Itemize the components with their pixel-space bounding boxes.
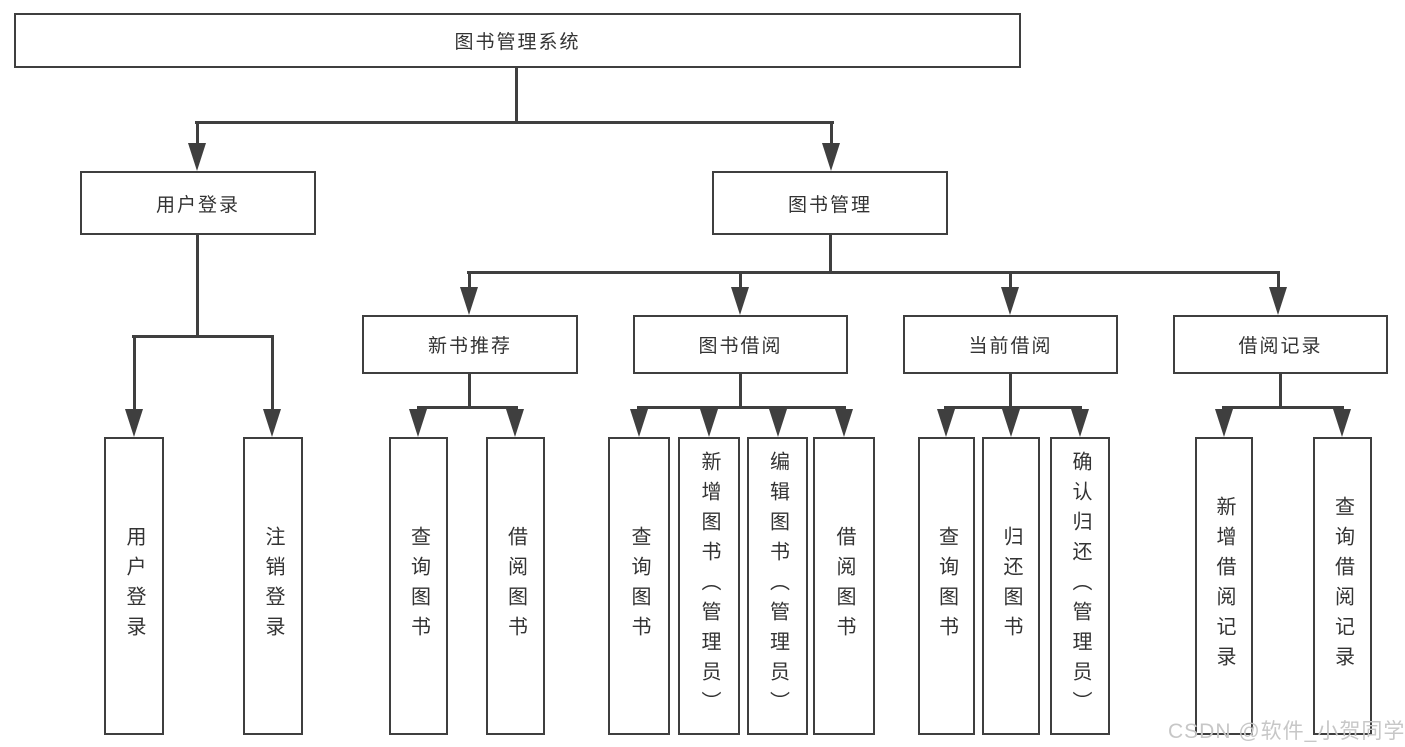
arrowhead-down-icon [1001, 287, 1019, 315]
node-current-borrowing: 当前借阅 [903, 315, 1118, 374]
node-label: 查询借阅记录 [1331, 496, 1354, 676]
connector-horizontal [637, 406, 846, 409]
node-label: 注销登录 [262, 526, 284, 646]
node-label: 图书借阅 [698, 336, 783, 357]
connector-horizontal [467, 271, 1280, 274]
csdn-watermark: CSDN @软件_小贺同学 [1168, 720, 1405, 743]
node-logout: 注销登录 [243, 437, 303, 735]
connector-vertical [1277, 271, 1280, 289]
node-label: 编辑图书（管理员） [766, 451, 789, 721]
connector-vertical [196, 121, 199, 146]
node-label: 新增借阅记录 [1213, 496, 1235, 676]
connector-vertical [739, 271, 742, 289]
connector-horizontal [1222, 406, 1344, 409]
arrowhead-down-icon [1215, 409, 1233, 437]
arrowhead-down-icon [769, 409, 787, 437]
connector-vertical [829, 233, 832, 274]
arrowhead-down-icon [835, 409, 853, 437]
connector-vertical [515, 68, 518, 124]
node-label: 查询图书 [935, 526, 958, 646]
arrowhead-down-icon [700, 409, 718, 437]
node-user-login: 用户登录 [104, 437, 164, 735]
connector-vertical [468, 271, 471, 289]
node-borrow-books: 借阅图书 [486, 437, 545, 735]
node-add-borrow-record: 新增借阅记录 [1195, 437, 1253, 735]
node-label: 借阅图书 [504, 526, 527, 646]
node-label: 查询图书 [628, 526, 650, 646]
arrowhead-down-icon [460, 287, 478, 315]
connector-horizontal [944, 406, 1082, 409]
arrowhead-down-icon [409, 409, 427, 437]
node-book-management-module: 图书管理 [712, 171, 948, 235]
node-add-books-admin: 新增图书（管理员） [678, 437, 740, 735]
node-label: 用户登录 [123, 526, 145, 646]
connector-vertical [1009, 271, 1012, 289]
node-borrow-books: 借阅图书 [813, 437, 875, 735]
node-confirm-return-admin: 确认归还（管理员） [1050, 437, 1110, 735]
arrowhead-down-icon [630, 409, 648, 437]
connector-vertical [830, 121, 833, 146]
node-label: 用户登录 [155, 194, 240, 216]
connector-vertical [1009, 373, 1012, 409]
arrowhead-down-icon [263, 409, 281, 437]
arrowhead-down-icon [1071, 409, 1089, 437]
node-return-books: 归还图书 [982, 437, 1040, 735]
node-edit-books-admin: 编辑图书（管理员） [747, 437, 808, 735]
arrowhead-down-icon [506, 409, 524, 437]
arrowhead-down-icon [125, 409, 143, 437]
node-label: 查询图书 [407, 526, 430, 646]
arrowhead-down-icon [822, 143, 840, 171]
node-label: 借阅图书 [833, 526, 855, 646]
node-library-management-system: 图书管理系统 [14, 13, 1021, 68]
arrowhead-down-icon [731, 287, 749, 315]
node-new-book-recommendation: 新书推荐 [362, 315, 578, 374]
node-label: 确认归还（管理员） [1069, 451, 1091, 721]
node-label: 归还图书 [1000, 526, 1022, 646]
connector-horizontal [132, 335, 274, 338]
connector-vertical [196, 233, 199, 338]
node-label: 图书管理 [787, 194, 872, 216]
node-book-borrowing: 图书借阅 [633, 315, 848, 374]
node-search-books: 查询图书 [918, 437, 975, 735]
node-label: 当前借阅 [968, 336, 1053, 357]
arrowhead-down-icon [1002, 409, 1020, 437]
node-search-borrow-record: 查询借阅记录 [1313, 437, 1372, 735]
node-label: 图书管理系统 [454, 32, 581, 53]
connector-horizontal [195, 121, 834, 124]
connector-vertical [468, 373, 471, 409]
connector-horizontal [417, 406, 518, 409]
arrowhead-down-icon [937, 409, 955, 437]
connector-vertical [1279, 373, 1282, 409]
node-search-books: 查询图书 [608, 437, 670, 735]
arrowhead-down-icon [1269, 287, 1287, 315]
node-user-login-module: 用户登录 [80, 171, 316, 235]
connector-vertical [739, 373, 742, 409]
connector-vertical [271, 335, 274, 411]
node-label: 借阅记录 [1238, 336, 1323, 357]
node-borrowing-records: 借阅记录 [1173, 315, 1388, 374]
connector-vertical [133, 335, 136, 411]
node-label: 新书推荐 [427, 336, 512, 357]
arrowhead-down-icon [188, 143, 206, 171]
arrowhead-down-icon [1333, 409, 1351, 437]
node-label: 新增图书（管理员） [698, 451, 720, 721]
node-search-books: 查询图书 [389, 437, 448, 735]
